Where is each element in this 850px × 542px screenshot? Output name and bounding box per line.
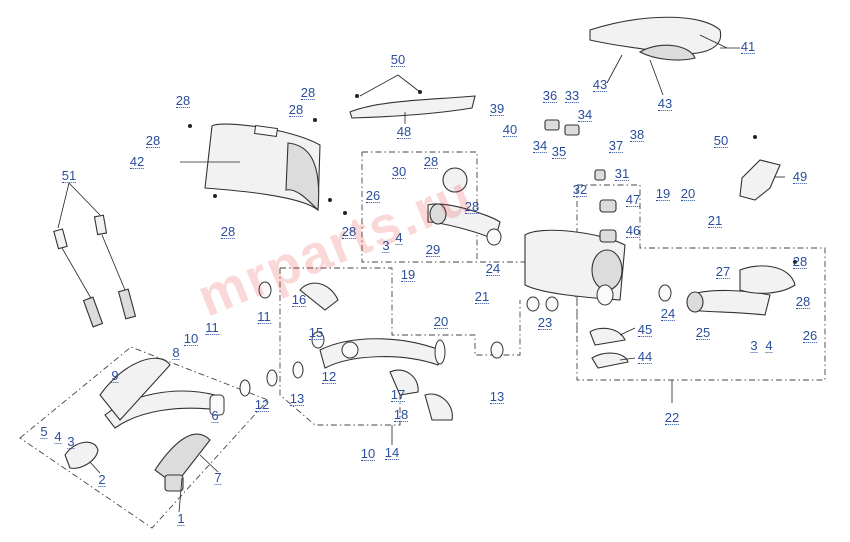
- callout-15[interactable]: 15: [308, 325, 324, 340]
- link-pipe-29: [427, 167, 502, 246]
- callout-11a[interactable]: 11: [205, 320, 219, 335]
- callout-29[interactable]: 29: [425, 242, 441, 257]
- callout-12a[interactable]: 12: [254, 397, 270, 412]
- callout-28a[interactable]: 28: [175, 93, 191, 108]
- callout-31[interactable]: 31: [614, 166, 630, 181]
- callout-23[interactable]: 23: [537, 315, 553, 330]
- callout-4c[interactable]: 4: [765, 338, 773, 353]
- callout-32[interactable]: 32: [572, 182, 588, 197]
- callout-28d[interactable]: 28: [288, 102, 304, 117]
- bracket-33-35: [544, 119, 606, 181]
- callout-38[interactable]: 38: [629, 127, 645, 142]
- header-pipes-1: [64, 357, 225, 492]
- oxygen-sensors-51: [53, 214, 137, 328]
- callout-28i[interactable]: 28: [792, 254, 808, 269]
- callout-20a[interactable]: 20: [433, 314, 449, 329]
- callout-19b[interactable]: 19: [655, 186, 671, 201]
- callout-12b[interactable]: 12: [321, 369, 337, 384]
- callout-50a[interactable]: 50: [390, 52, 406, 67]
- callout-20b[interactable]: 20: [680, 186, 696, 201]
- callout-5[interactable]: 5: [40, 424, 48, 439]
- callout-34a[interactable]: 34: [577, 107, 593, 122]
- callout-36[interactable]: 36: [542, 88, 558, 103]
- callout-4[interactable]: 4: [54, 429, 62, 444]
- heat-shield-42: [204, 123, 321, 212]
- callout-28j[interactable]: 28: [795, 294, 811, 309]
- callout-1[interactable]: 1: [177, 511, 185, 526]
- callout-10b[interactable]: 10: [360, 446, 376, 461]
- callout-35[interactable]: 35: [551, 144, 567, 159]
- callout-43a[interactable]: 43: [592, 77, 608, 92]
- callout-40[interactable]: 40: [502, 122, 518, 137]
- callout-37[interactable]: 37: [608, 138, 624, 153]
- callout-43b[interactable]: 43: [657, 96, 673, 111]
- callout-14[interactable]: 14: [384, 445, 400, 460]
- guard-41: [589, 16, 722, 61]
- callout-24a[interactable]: 24: [485, 261, 501, 276]
- callout-26b[interactable]: 26: [802, 328, 818, 343]
- frame-group-14b: [279, 268, 401, 426]
- callout-28b[interactable]: 28: [145, 133, 161, 148]
- callout-42[interactable]: 42: [129, 154, 145, 169]
- callout-6[interactable]: 6: [211, 408, 219, 423]
- callout-17[interactable]: 17: [390, 387, 406, 402]
- callout-28h[interactable]: 28: [464, 199, 480, 214]
- callout-26a[interactable]: 26: [365, 188, 381, 203]
- callout-25[interactable]: 25: [695, 325, 711, 340]
- bracket-49: [739, 159, 781, 201]
- callout-48[interactable]: 48: [396, 124, 412, 139]
- leader-lines: [57, 34, 785, 513]
- callout-3[interactable]: 3: [67, 434, 75, 449]
- callout-50b[interactable]: 50: [713, 133, 729, 148]
- gaskets-12-13: [239, 361, 304, 397]
- callout-4b[interactable]: 4: [395, 230, 403, 245]
- callout-51[interactable]: 51: [61, 168, 77, 183]
- callout-19a[interactable]: 19: [400, 267, 416, 282]
- callout-21b[interactable]: 21: [707, 213, 723, 228]
- callout-46[interactable]: 46: [625, 223, 641, 238]
- callout-28g[interactable]: 28: [423, 154, 439, 169]
- callout-28f[interactable]: 28: [341, 224, 357, 239]
- callout-10a[interactable]: 10: [183, 331, 199, 346]
- callout-27[interactable]: 27: [715, 264, 731, 279]
- mid-pipe-14: [258, 281, 504, 421]
- callout-28c[interactable]: 28: [300, 85, 316, 100]
- cover-48: [349, 95, 476, 119]
- callout-8[interactable]: 8: [172, 345, 180, 360]
- callout-41[interactable]: 41: [740, 39, 756, 54]
- callout-28e[interactable]: 28: [220, 224, 236, 239]
- callout-49[interactable]: 49: [792, 169, 808, 184]
- callout-11b[interactable]: 11: [257, 309, 271, 324]
- callout-45[interactable]: 45: [637, 322, 653, 337]
- callout-13a[interactable]: 13: [289, 391, 305, 406]
- frame-group-1: [19, 346, 269, 529]
- callout-9[interactable]: 9: [111, 368, 119, 383]
- callout-16[interactable]: 16: [291, 292, 307, 307]
- callout-3b[interactable]: 3: [382, 238, 390, 253]
- callout-22[interactable]: 22: [664, 410, 680, 425]
- callout-7[interactable]: 7: [214, 470, 222, 485]
- callout-21a[interactable]: 21: [474, 289, 490, 304]
- muffler-22: [524, 199, 796, 369]
- callout-18[interactable]: 18: [393, 407, 409, 422]
- callout-33[interactable]: 33: [564, 88, 580, 103]
- frame-group-14: [280, 267, 521, 356]
- bolts: [188, 90, 797, 264]
- callout-30[interactable]: 30: [391, 164, 407, 179]
- callout-34b[interactable]: 34: [532, 138, 548, 153]
- callout-3c[interactable]: 3: [750, 338, 758, 353]
- callout-24b[interactable]: 24: [660, 306, 676, 321]
- callout-39[interactable]: 39: [489, 101, 505, 116]
- callout-13b[interactable]: 13: [489, 389, 505, 404]
- frame-group-22b: [576, 184, 826, 381]
- callout-44[interactable]: 44: [637, 349, 653, 364]
- frame-group-22: [361, 151, 478, 263]
- callout-47[interactable]: 47: [625, 192, 641, 207]
- callout-2[interactable]: 2: [98, 472, 106, 487]
